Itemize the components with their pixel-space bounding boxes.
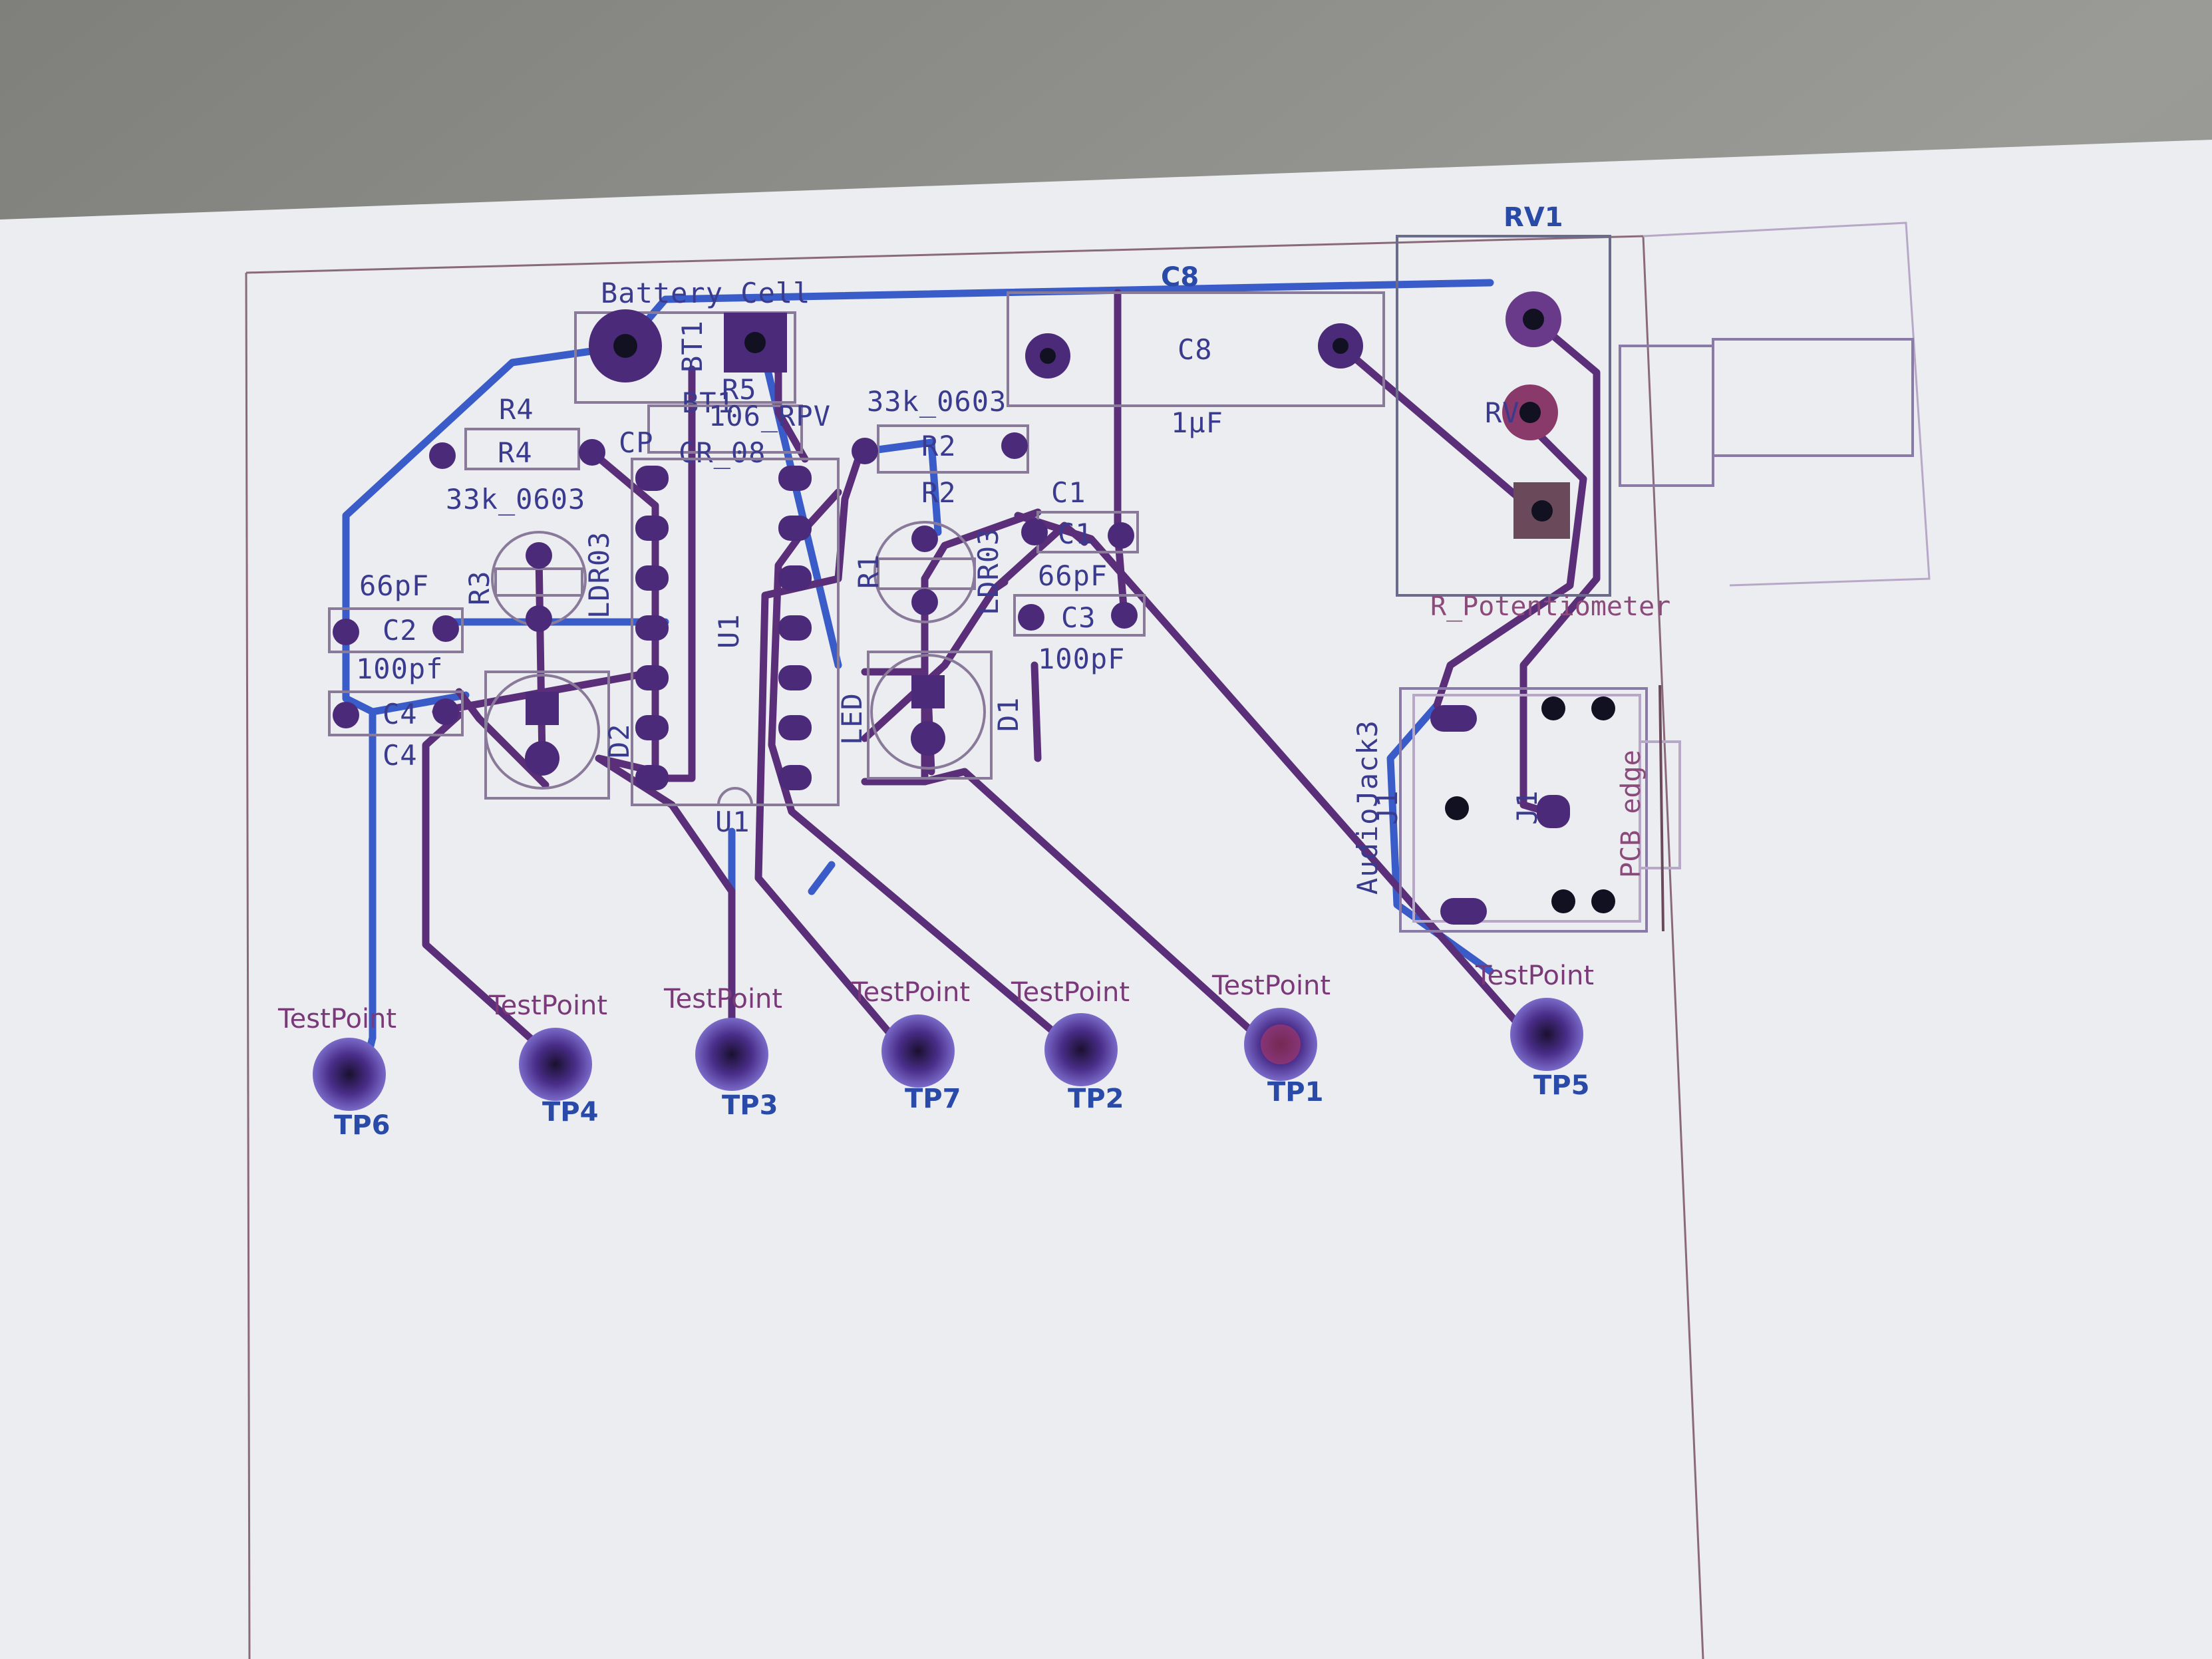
ldr-left-label: LDR03 (583, 531, 615, 619)
c1-ref: C1 (1051, 476, 1086, 509)
tp4-ref: TP4 (542, 1097, 598, 1128)
testpoint-tp7: TestPoint TP7 (851, 977, 970, 1114)
cp-label: CP (619, 426, 654, 459)
c4-value: 100pf (356, 653, 443, 685)
resistor-r4: R4 R4 33k_0603 (429, 393, 605, 516)
capacitor-c8: C8 C8 1µF (1007, 262, 1385, 439)
tp7-label: TestPoint (851, 977, 970, 1008)
c1-value: 66pF (1038, 559, 1108, 592)
r5-overlap: CR_08 (679, 436, 766, 469)
tp1-label: TestPoint (1211, 971, 1331, 1001)
c8-value: 1µF (1171, 406, 1223, 439)
tp1-ref: TP1 (1267, 1077, 1323, 1108)
tp2-label: TestPoint (1011, 977, 1130, 1008)
d2-ref: D2 (603, 723, 635, 758)
testpoint-tp6: TestPoint TP6 (277, 1004, 396, 1141)
resistor-r5: CP R5 106_RPV CR_08 (619, 373, 831, 469)
battery-ref: BT1 (676, 320, 709, 373)
c4-ref: C4 (383, 739, 418, 772)
tp6-ref: TP6 (334, 1110, 390, 1141)
c8-body: C8 (1178, 333, 1213, 366)
c8-ref: C8 (1161, 262, 1199, 293)
r4-value: 33k_0603 (446, 483, 585, 516)
resistor-r2: 33k_0603 R2 R2 (852, 385, 1029, 509)
diode-d1: LED D1 (836, 651, 1025, 780)
ldr-left: R3 LDR03 (463, 531, 615, 632)
tp4-label: TestPoint (488, 990, 607, 1021)
battery-ref-alt: BT1 (682, 386, 734, 419)
u1-ref: U1 (712, 613, 745, 649)
r2-body: R2 (921, 430, 957, 462)
testpoint-tp5: TestPoint TP5 (1475, 961, 1594, 1101)
tp3-ref: TP3 (722, 1090, 778, 1121)
audio-jack-j1: AudioJack3 J1 J1 PCB edge (1351, 684, 1681, 933)
tp5-ref: TP5 (1533, 1070, 1589, 1101)
rv1-ref: RV1 (1503, 202, 1563, 233)
potentiometer-rv1: RV1 RV R_Potentiometer (1396, 202, 1914, 622)
courtyard-outline (1643, 222, 1931, 587)
jack-ref-inner: J1 (1511, 790, 1543, 825)
c2-value: 66pF (359, 569, 429, 602)
jack-ref: J1 (1371, 790, 1404, 825)
rv1-ref-inner: RV (1485, 396, 1520, 429)
u1-ref-outer: U1 (715, 806, 750, 838)
r5-ref: R5 (722, 373, 757, 406)
c4-body: C4 (383, 698, 418, 730)
c3-value: 100pF (1038, 643, 1125, 675)
u1-pins-left (635, 466, 669, 790)
c1-body: C1 (1058, 518, 1093, 550)
jack-label: AudioJack3 (1351, 720, 1384, 895)
capacitor-c3: C3 100pF (1013, 594, 1146, 675)
testpoint-tp3: TestPoint TP3 (663, 984, 782, 1121)
r5-value: 106_RPV (709, 400, 831, 432)
ldr-right-ref: R1 (852, 553, 885, 589)
capacitor-c2: 66pF C2 (328, 569, 464, 653)
ic-u1: U1 U1 (631, 458, 840, 838)
r4-body: R4 (498, 436, 533, 469)
testpoints: TestPoint TP6 TestPoint TP4 TestPoint TP… (277, 961, 1594, 1141)
u1-pins-right (778, 466, 812, 790)
testpoint-tp2: TestPoint TP2 (1011, 977, 1130, 1114)
capacitor-c1: C1 C1 66pF (1021, 476, 1139, 592)
tp2-ref: TP2 (1068, 1084, 1124, 1114)
r4-ref: R4 (499, 393, 534, 426)
r2-value: 33k_0603 (867, 385, 1007, 418)
c3-body: C3 (1061, 601, 1096, 634)
d1-ref: D1 (992, 696, 1025, 732)
ldr-left-ref: R3 (463, 570, 496, 605)
tp6-label: TestPoint (277, 1004, 396, 1034)
r2-ref: R2 (921, 476, 957, 509)
battery-bt1: Battery Cell BT1 BT1 (574, 277, 810, 419)
capacitor-c4: 100pf C4 C4 (328, 653, 464, 772)
ldr-right: R1 LDR03 (852, 521, 1005, 623)
d1-side: LED (836, 692, 868, 745)
ldr-right-label: LDR03 (972, 528, 1005, 615)
testpoint-tp1: TestPoint TP1 (1211, 971, 1331, 1108)
tp3-label: TestPoint (663, 984, 782, 1014)
battery-label: Battery Cell (601, 277, 810, 309)
c2-body: C2 (383, 614, 418, 647)
jack-edge: PCB edge (1616, 750, 1647, 878)
rv1-label: R_Potentiometer (1430, 591, 1670, 622)
board-left-edge (245, 272, 251, 1659)
tp7-ref: TP7 (905, 1084, 961, 1114)
tp5-label: TestPoint (1475, 961, 1594, 991)
diode-d2: D2 (484, 671, 635, 800)
testpoint-tp4: TestPoint TP4 (488, 990, 607, 1128)
